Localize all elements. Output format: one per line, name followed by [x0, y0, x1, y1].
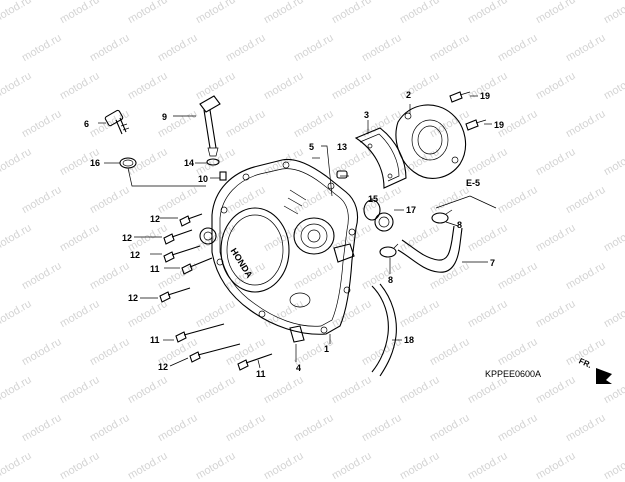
o-ring-14	[206, 158, 220, 166]
leader-lines	[98, 95, 497, 369]
callout-19b: 19	[494, 120, 504, 130]
dowel-pin	[219, 171, 227, 181]
clamp	[289, 325, 305, 343]
callout-1: 1	[324, 344, 329, 354]
callout-11b: 11	[150, 335, 160, 345]
callout-3: 3	[364, 110, 369, 120]
callout-8: 8	[457, 220, 462, 230]
callout-6: 6	[84, 119, 89, 129]
bolt-19-upper	[449, 91, 471, 103]
water-hose	[397, 225, 463, 273]
callout-2: 2	[406, 90, 411, 100]
o-ring	[119, 157, 137, 169]
callout-7: 7	[490, 258, 495, 268]
callout-13: 13	[337, 142, 347, 152]
callout-16: 16	[90, 158, 100, 168]
water-pump-cover	[395, 104, 467, 179]
diagram-code: KPPEE0600A	[485, 369, 541, 379]
right-crankcase-cover	[199, 158, 359, 335]
callout-8b: 8	[388, 275, 393, 285]
callout-12a: 12	[150, 214, 160, 224]
breather-hose	[371, 283, 397, 377]
exploded-view: HONDA	[84, 90, 612, 384]
callout-10: 10	[198, 174, 208, 184]
water-pump-pipe	[199, 95, 221, 157]
callout-12d: 12	[128, 293, 138, 303]
brand-mark: HONDA	[229, 246, 255, 280]
callout-9: 9	[162, 112, 167, 122]
callout-19a: 19	[480, 91, 490, 101]
front-direction-label: FR.	[577, 356, 592, 370]
callout-12b: 12	[122, 233, 132, 243]
dowel-13	[336, 170, 348, 179]
callout-14: 14	[184, 158, 194, 168]
callout-11a: 11	[150, 264, 160, 274]
callout-12c: 12	[130, 250, 140, 260]
callout-15: 15	[368, 194, 378, 204]
callout-5: 5	[309, 142, 314, 152]
callout-labels: 1234567889101111111212121212131415161718…	[84, 90, 504, 379]
bolt-19-lower	[465, 119, 487, 131]
oil-filler-cap	[104, 109, 130, 135]
callout-12e: 12	[158, 362, 168, 372]
reference-label: E-5	[466, 178, 480, 188]
hose-clip-lower	[379, 243, 399, 258]
seal-plate	[354, 127, 407, 189]
callout-18: 18	[404, 335, 414, 345]
callout-4: 4	[296, 363, 301, 373]
callout-17: 17	[406, 205, 416, 215]
flange-bolts	[159, 213, 273, 371]
mechanical-seal	[374, 212, 394, 232]
callout-11c: 11	[256, 369, 266, 379]
front-direction-arrow	[596, 368, 612, 384]
hose-clip-upper	[431, 209, 453, 224]
